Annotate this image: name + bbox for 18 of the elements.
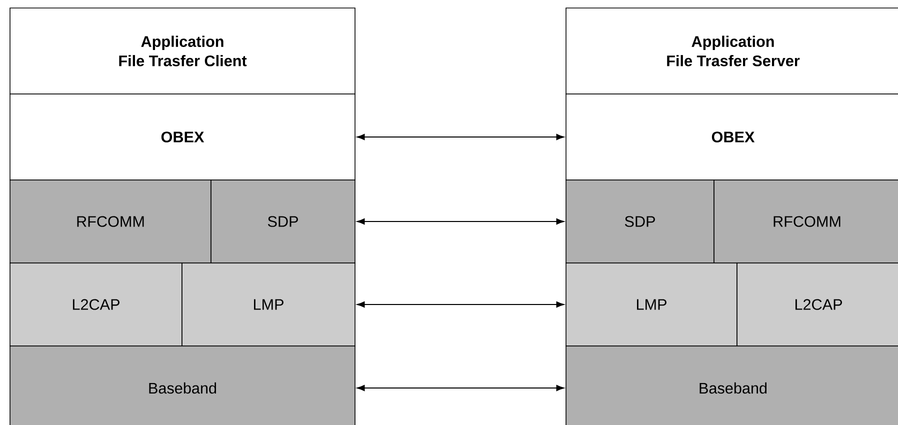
- protocol-layer-box: OBEX: [566, 94, 898, 180]
- protocol-layer-box: Baseband: [10, 346, 356, 425]
- protocol-layer-box: RFCOMM: [10, 180, 212, 264]
- application-layer-box: Application File Trasfer Client: [10, 8, 356, 94]
- arrow: [356, 134, 564, 140]
- protocol-layer-box: L2CAP: [10, 262, 182, 346]
- protocol-layer-box: LMP: [182, 262, 356, 346]
- protocol-layer-box: SDP: [566, 180, 714, 264]
- arrow: [356, 302, 564, 308]
- protocol-layer-box: LMP: [566, 262, 738, 346]
- protocol-layer-box: RFCOMM: [714, 180, 898, 264]
- arrow: [356, 218, 564, 224]
- protocol-layer-box: Baseband: [566, 346, 898, 425]
- application-layer-box: Application File Trasfer Server: [566, 8, 898, 94]
- protocol-layer-box: OBEX: [10, 94, 356, 180]
- protocol-layer-box: SDP: [210, 180, 356, 264]
- protocol-layer-box: L2CAP: [736, 262, 898, 346]
- arrow: [356, 385, 564, 392]
